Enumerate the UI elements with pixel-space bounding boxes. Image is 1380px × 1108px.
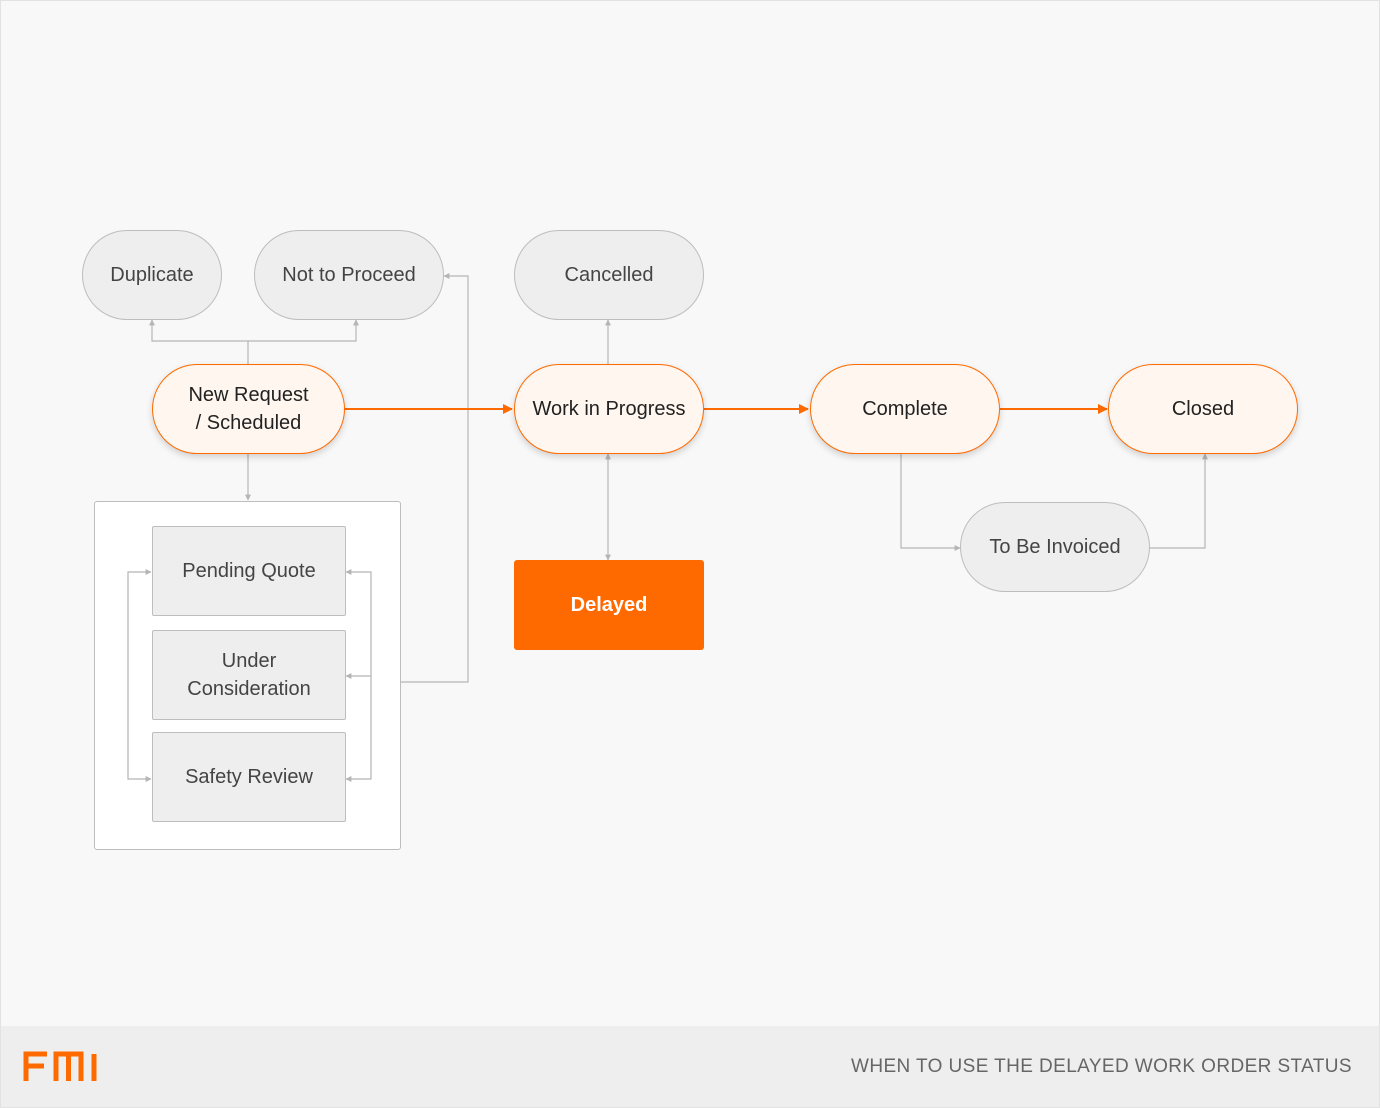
node-work-in-progress-label: Work in Progress: [532, 398, 686, 420]
node-pending-quote-label: Pending Quote: [182, 560, 316, 582]
node-delayed: Delayed: [514, 560, 704, 650]
node-closed-label: Closed: [1171, 398, 1235, 420]
node-duplicate-label: Duplicate: [110, 264, 194, 286]
node-closed: Closed: [1108, 364, 1298, 454]
node-new-request-label-line1: New Request: [188, 384, 309, 406]
node-cancelled: Cancelled: [514, 230, 704, 320]
node-to-be-invoiced: To Be Invoiced: [960, 502, 1150, 592]
fmi-logo: [23, 1051, 97, 1081]
node-safety-review-label: Safety Review: [185, 766, 313, 788]
node-not-to-proceed-label: Not to Proceed: [282, 264, 416, 286]
connector-new-to-not-to-proceed: [248, 319, 359, 342]
node-new-request-label-line2: / Scheduled: [195, 412, 302, 434]
connector-new-to-duplicate: [149, 319, 249, 364]
connector-complete-to-invoiced: [900, 454, 961, 551]
connector-group-to-not-to-proceed: [401, 273, 469, 683]
node-under-consideration: Under Consideration: [152, 630, 346, 720]
node-under-consideration-label-line2: Consideration: [187, 678, 311, 700]
node-work-in-progress: Work in Progress: [514, 364, 704, 454]
node-duplicate: Duplicate: [82, 230, 222, 320]
node-safety-review: Safety Review: [152, 732, 346, 822]
connector-loop-left: [127, 569, 152, 782]
footer-title: WHEN TO USE THE DELAYED WORK ORDER STATU…: [851, 1056, 1352, 1077]
node-new-request-scheduled: New Request / Scheduled: [152, 364, 345, 454]
node-to-be-invoiced-label: To Be Invoiced: [989, 536, 1121, 558]
node-under-consideration-label-line1: Under: [221, 650, 277, 672]
node-not-to-proceed: Not to Proceed: [254, 230, 444, 320]
node-complete-label: Complete: [862, 398, 948, 420]
connector-invoiced-to-closed: [1149, 453, 1208, 549]
footer-bar: WHEN TO USE THE DELAYED WORK ORDER STATU…: [1, 1026, 1379, 1107]
node-complete: Complete: [810, 364, 1000, 454]
node-cancelled-label: Cancelled: [564, 264, 654, 286]
node-pending-quote: Pending Quote: [152, 526, 346, 616]
node-delayed-label: Delayed: [570, 594, 648, 616]
